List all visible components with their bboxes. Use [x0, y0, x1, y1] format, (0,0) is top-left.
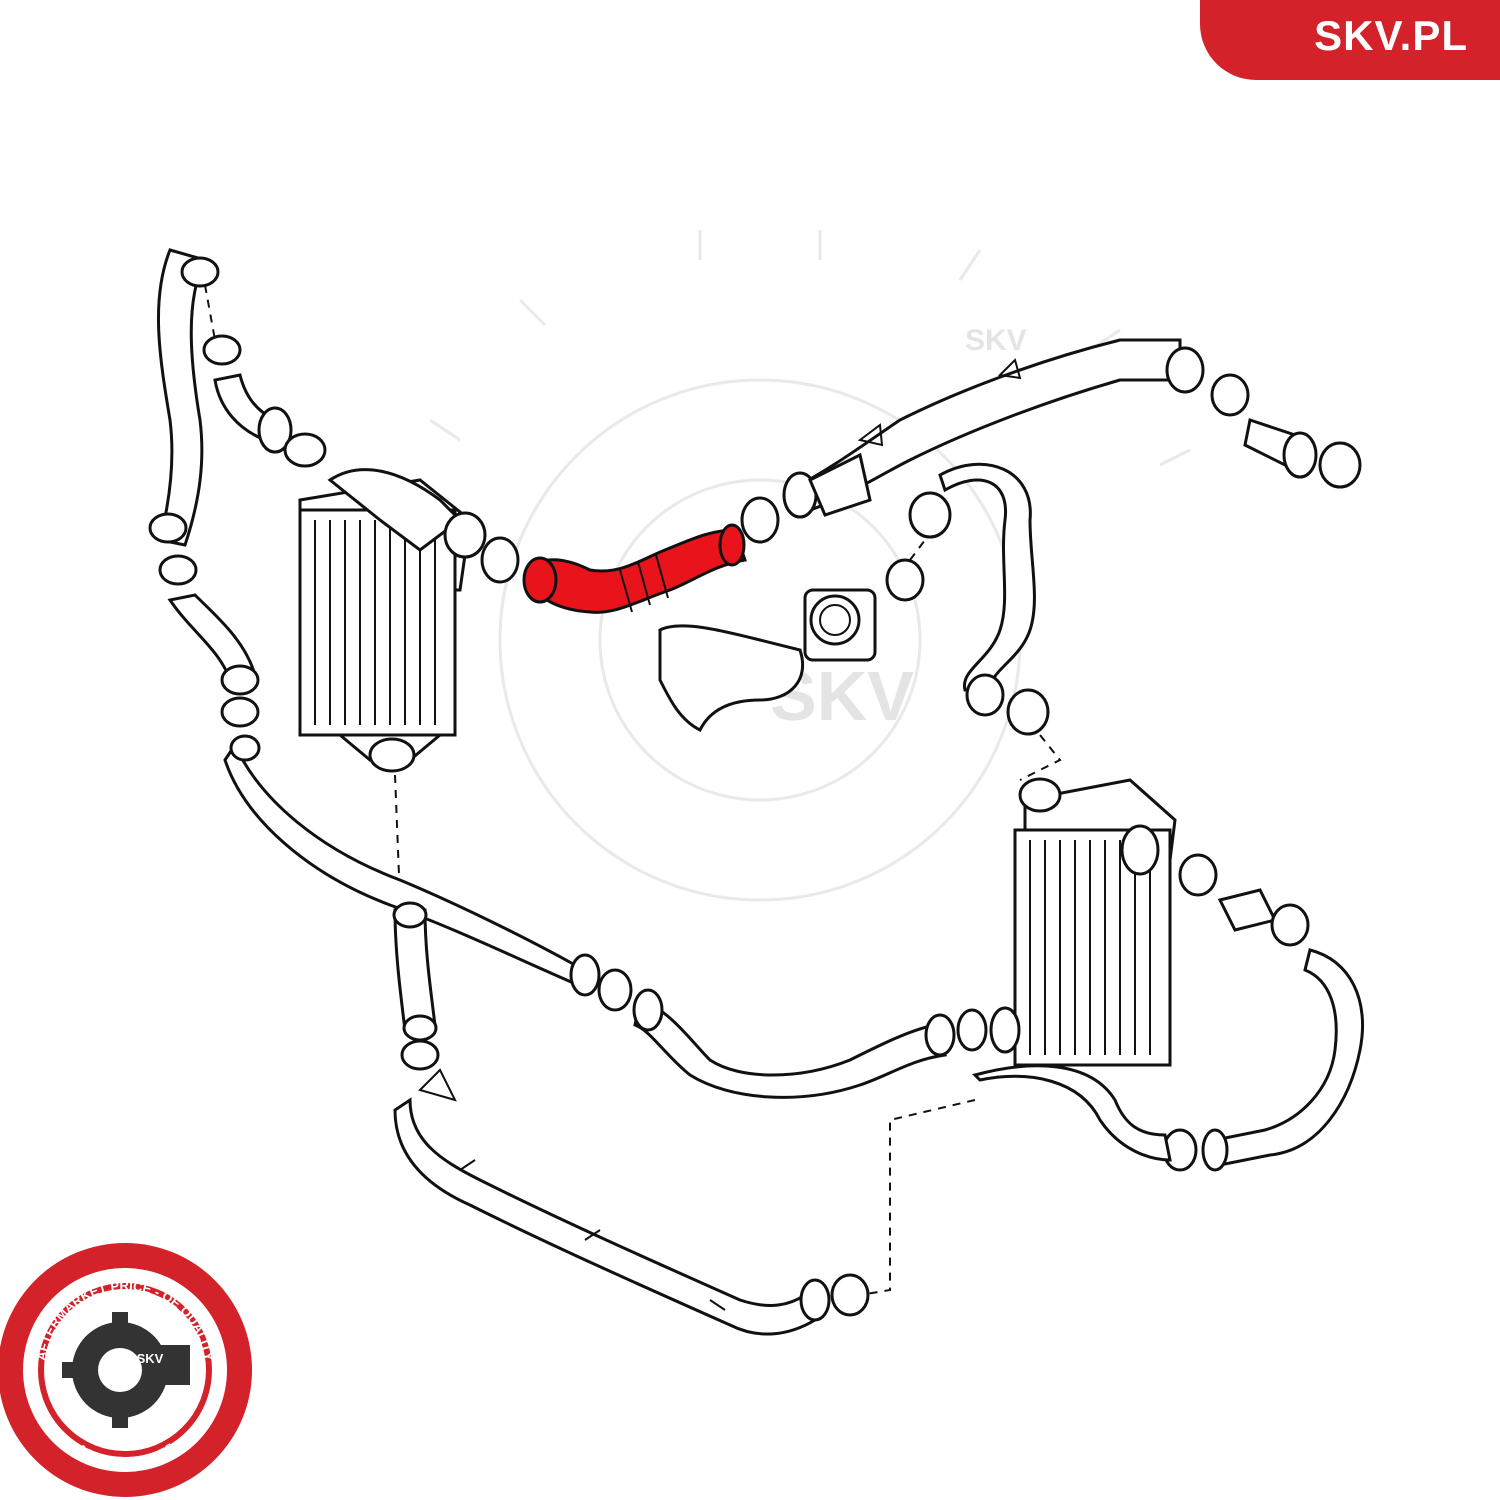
hose-clamp	[1318, 441, 1362, 489]
hose-clamp	[202, 334, 242, 366]
cooler-fins	[1029, 840, 1151, 1055]
site-label: SKV.PL	[1314, 12, 1468, 59]
hose-clamp	[480, 536, 520, 584]
badge-center-text: SKV	[137, 1351, 164, 1366]
right-intercooler	[1013, 777, 1177, 1067]
hose-clamp	[597, 968, 633, 1012]
hose-clamp	[956, 1008, 988, 1052]
gear-icon	[62, 1312, 190, 1428]
left-intercooler	[298, 468, 520, 901]
upper-right-hose	[740, 338, 1362, 544]
hose-clamp	[830, 1273, 870, 1317]
cooler-fins	[314, 520, 436, 725]
hose-clamp	[400, 1039, 440, 1071]
left-vertical-hose	[148, 248, 327, 547]
charge-air-hose-highlighted	[522, 523, 747, 614]
watermark-text-small: SKV	[965, 324, 1027, 357]
brand-tab: SKV.PL	[1200, 0, 1500, 80]
hose-clamp	[885, 558, 925, 602]
left-lower-hose	[158, 554, 260, 728]
middle-s-hose	[908, 462, 1062, 781]
hose-clamp	[1210, 373, 1250, 417]
hose-clamp	[1178, 853, 1218, 897]
hose-clamp	[283, 432, 327, 468]
skv-quality-badge: AFTERMARKET PRICE - OE QUALITY AUTO PART…	[0, 1243, 252, 1497]
hose-clamp	[740, 496, 780, 544]
hose-clamp	[1270, 903, 1310, 947]
hose-clamp	[220, 696, 260, 728]
hose-clamp	[1165, 346, 1205, 394]
hose-clamp	[1006, 688, 1050, 736]
right-side-hose	[859, 853, 1365, 1296]
throttle-assembly	[658, 519, 941, 733]
lower-long-hose	[223, 734, 1021, 1099]
bottom-loop-hose	[392, 901, 870, 1336]
hose-clamp	[158, 554, 198, 586]
